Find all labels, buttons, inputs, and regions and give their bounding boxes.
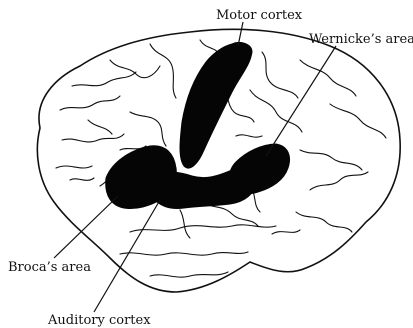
auditory-cortex-label: Auditory cortex <box>47 313 151 328</box>
wernickes-area-label: Wernicke’s area <box>309 32 413 47</box>
motor-cortex-label: Motor cortex <box>216 8 303 23</box>
brocas-area-label: Broca’s area <box>8 260 91 275</box>
